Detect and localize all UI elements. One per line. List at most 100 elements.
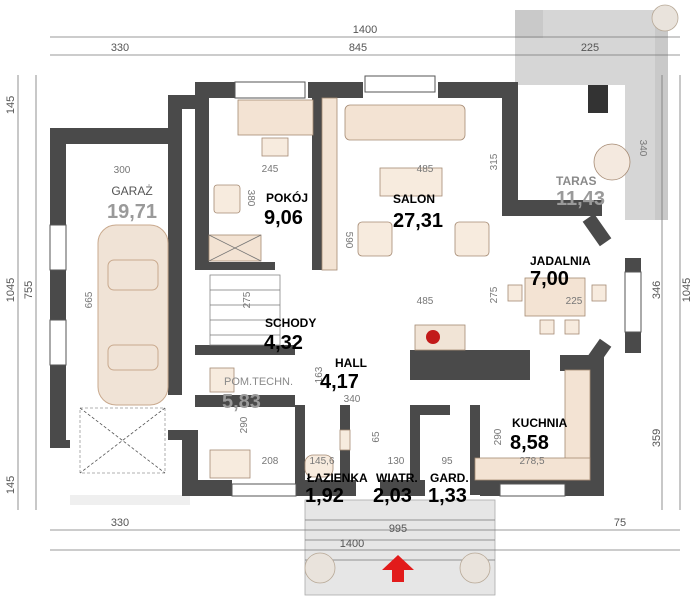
dim-right-346: 346 (651, 281, 663, 299)
plant-icon (304, 552, 336, 584)
room-wiatr-name: WIATR. (376, 471, 418, 485)
dim-inner: 225 (566, 296, 583, 307)
dim-inner: 340 (637, 140, 648, 157)
kitchen-counter (474, 457, 591, 481)
wall (195, 82, 209, 262)
room-lazienka-name: ŁAZIENKA (307, 471, 368, 485)
window (364, 75, 436, 93)
room-pomtechn-area: 5,83 (222, 391, 261, 413)
dim-bottom-total: 1400 (340, 538, 364, 550)
dim-inner: 65 (371, 431, 382, 443)
sofa (344, 104, 466, 141)
car-rearwindow (107, 344, 159, 371)
terrace-step (515, 10, 543, 38)
plant-icon (651, 4, 679, 32)
wall (410, 350, 450, 380)
dim-inner: 278,5 (519, 456, 544, 467)
room-pomtechn-name: POM.TECHN. (224, 376, 293, 388)
dim-right-outer: 1045 (681, 278, 693, 302)
wall (308, 82, 363, 98)
room-jadalnia-name: JADALNIA (530, 254, 591, 268)
wall (502, 82, 518, 212)
dim-inner: 130 (388, 456, 405, 467)
armchair-right (454, 221, 490, 257)
wall (410, 405, 420, 495)
room-garaz-area: 19,71 (107, 201, 157, 223)
dim-top-right: 225 (581, 42, 599, 54)
dining-table (524, 277, 586, 317)
boiler (209, 367, 235, 393)
dim-bottom-mid: 995 (389, 523, 407, 535)
dim-inner: 485 (417, 296, 434, 307)
dim-left-outer: 1045 (5, 278, 17, 302)
dim-inner: 300 (114, 165, 131, 176)
dim-inner: 95 (441, 456, 453, 467)
dining-chair (591, 284, 607, 302)
room-lazienka-area: 1,92 (305, 485, 344, 507)
window (499, 483, 566, 497)
dim-inner: 485 (417, 164, 434, 175)
dim-inner: 275 (489, 286, 500, 303)
wall (168, 95, 196, 109)
dim-inner: 340 (344, 394, 361, 405)
wall (182, 430, 198, 496)
room-gard-area: 1,33 (428, 485, 467, 507)
room-gard-name: GARD. (430, 471, 469, 485)
toilet (304, 454, 334, 478)
wall (50, 128, 180, 144)
wall (295, 405, 305, 495)
car (97, 224, 169, 406)
salon-column (321, 97, 338, 271)
wall (50, 440, 70, 448)
armchair (213, 184, 241, 214)
room-hall-area: 4,17 (320, 371, 359, 393)
wall (502, 200, 602, 216)
wall (195, 345, 295, 355)
wall (420, 405, 450, 415)
wall (312, 95, 324, 270)
fireplace-icon (426, 330, 440, 344)
dim-inner: 245 (262, 164, 279, 175)
dim-top-mid: 845 (349, 42, 367, 54)
wall (168, 430, 198, 440)
wall (590, 355, 604, 495)
wall (195, 395, 295, 407)
sink (339, 429, 351, 451)
room-taras-area: 11,43 (556, 188, 605, 210)
dining-chair (539, 319, 555, 335)
room-kuchnia-area: 8,58 (510, 432, 549, 454)
room-hall-name: HALL (335, 356, 367, 370)
car-windshield (107, 259, 159, 291)
dim-inner: 290 (239, 416, 250, 433)
room-pokoj-area: 9,06 (264, 207, 303, 229)
room-wiatr-area: 2,03 (373, 485, 412, 507)
plant-icon (459, 552, 491, 584)
wall (195, 262, 275, 270)
dim-inner: 315 (489, 153, 500, 170)
dim-inner: 380 (245, 190, 256, 207)
room-kuchnia-name: KUCHNIA (512, 416, 568, 430)
wall (582, 213, 612, 247)
dim-left-mid: 755 (23, 281, 35, 299)
wall (438, 82, 518, 98)
terrace-lounger (588, 85, 608, 113)
dim-inner: 590 (343, 232, 354, 249)
dim-inner: 163 (314, 366, 325, 383)
wall (50, 128, 66, 448)
room-schody-name: SCHODY (265, 316, 316, 330)
dining-chair (564, 319, 580, 335)
dining-chair (507, 284, 523, 302)
chair (261, 137, 289, 157)
dim-inner: 665 (84, 291, 95, 308)
dim-inner: 275 (242, 291, 253, 308)
garage-door (79, 407, 166, 474)
room-salon-name: SALON (393, 192, 435, 206)
window (49, 319, 67, 366)
terrace-edge (655, 10, 668, 220)
fireplace (414, 324, 466, 351)
dim-left-top: 145 (5, 96, 17, 114)
room-schody-area: 4,32 (264, 332, 303, 354)
room-jadalnia-area: 7,00 (530, 268, 569, 290)
entrance-arrow-icon (382, 555, 414, 582)
